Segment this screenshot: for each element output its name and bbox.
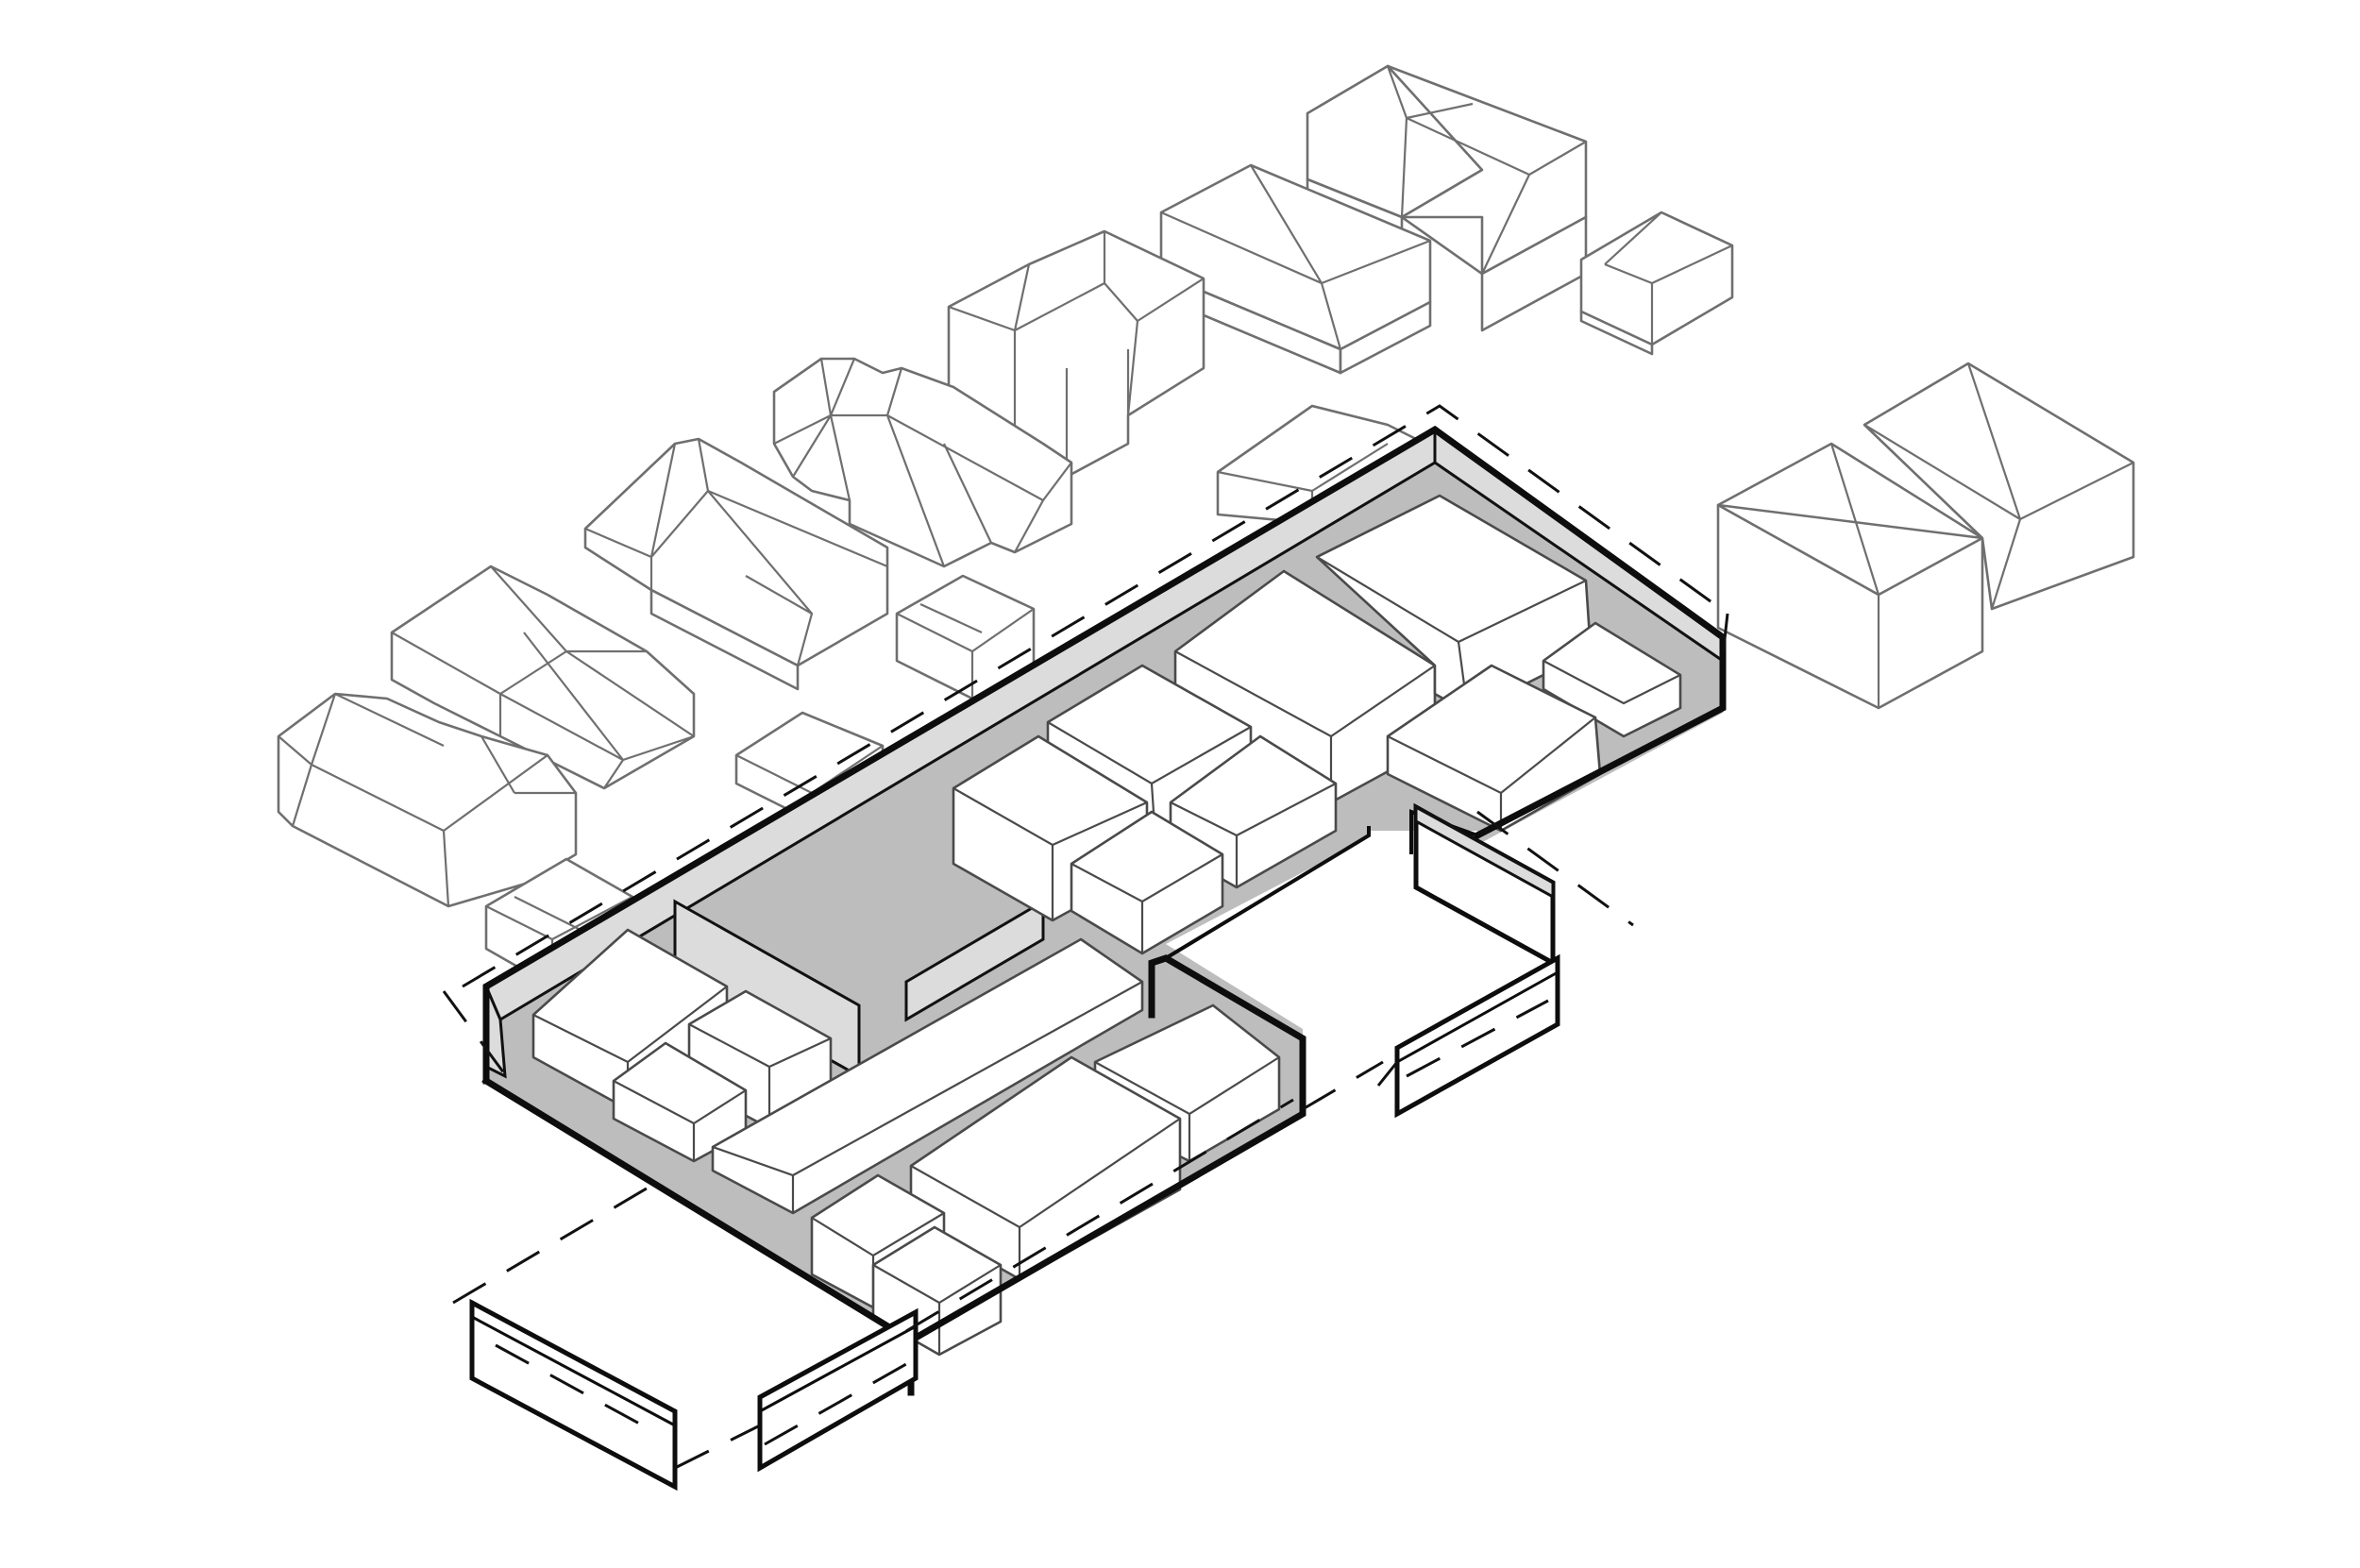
dash-west [442, 990, 512, 1082]
dash-south-1 [905, 1098, 1294, 1333]
context-house-2 [1579, 211, 1734, 356]
dash-south-3 [452, 1178, 662, 1305]
dashed-offset-lines [442, 404, 1729, 1470]
partition-2 [904, 899, 1045, 1022]
dash-panel-1 [495, 1343, 652, 1432]
site-boundary [482, 425, 1727, 1085]
context-house-3 [1159, 163, 1432, 375]
site-boundary-inner-notch [1164, 826, 1371, 960]
site-building-2 [1315, 494, 1593, 715]
dash-east [1476, 810, 1634, 927]
context-buildings [277, 64, 2135, 988]
context-house-5 [772, 357, 1073, 568]
site-building-12 [711, 937, 1144, 1215]
dash-panel-3 [1406, 999, 1549, 1078]
wall-panel-south [757, 1307, 919, 1473]
dash-north [462, 404, 1728, 988]
site-parcel [481, 425, 1727, 1396]
exploded-wall-panels [469, 802, 1560, 1492]
wall-panel-southeast [1394, 953, 1560, 1119]
context-house-9 [277, 692, 578, 908]
context-house-8 [390, 565, 696, 790]
site-buildings [531, 494, 1682, 1357]
context-house-13 [1716, 442, 1984, 710]
dash-panel-2 [764, 1362, 907, 1446]
wall-panel-east [1413, 802, 1556, 968]
site-boundary-notch [906, 954, 1306, 1345]
dash-south-2 [1302, 1060, 1384, 1111]
context-house-7 [583, 437, 889, 691]
wall-panel-southwest [469, 1298, 678, 1492]
dash-southeast [1376, 1061, 1399, 1087]
context-house-14 [1863, 362, 2135, 611]
context-house-1 [1306, 64, 1588, 332]
site-building-8 [1070, 810, 1224, 955]
dash-south-4 [674, 1424, 761, 1470]
dash-northeast [1721, 613, 1729, 657]
